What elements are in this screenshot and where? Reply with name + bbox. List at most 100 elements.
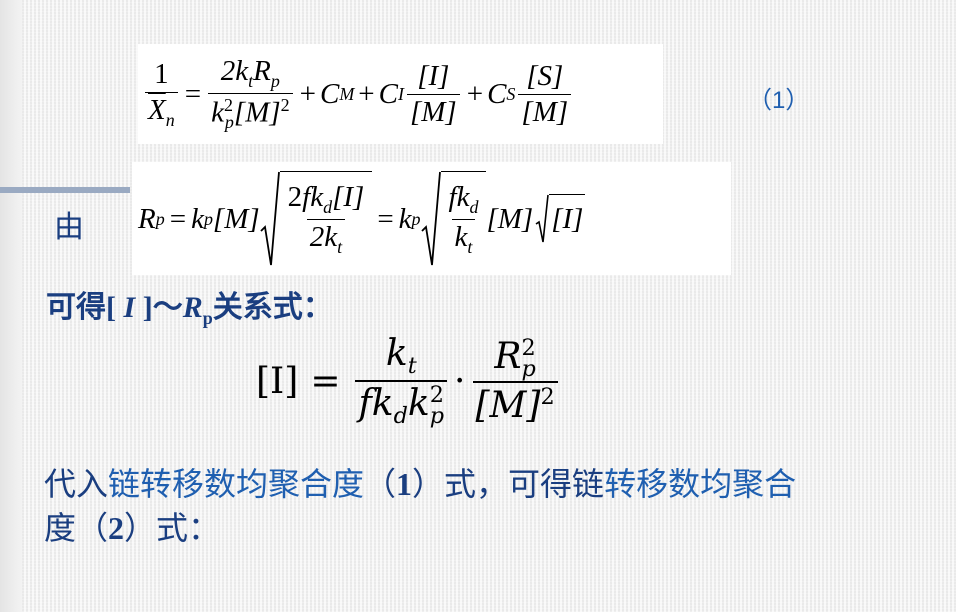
eq1-cs: C bbox=[487, 77, 507, 110]
eq3-equals: = bbox=[310, 360, 341, 402]
eq2-k-2: k bbox=[398, 202, 412, 235]
eq1-lhs-subscript: n bbox=[165, 109, 175, 130]
eq2-equals-1: = bbox=[169, 202, 187, 235]
eq2-k-1: k bbox=[191, 202, 204, 235]
para-part-8: 2 bbox=[108, 510, 125, 546]
eq1-cs-num: [S] bbox=[526, 59, 564, 92]
eq1-t1-den-k: k bbox=[211, 96, 224, 129]
eq2-s1-den-sub: t bbox=[337, 236, 343, 257]
eq1-plus-3: + bbox=[466, 77, 484, 110]
eq2-s1-num-f: fk bbox=[302, 181, 324, 214]
eq2-sqrt-1: 2fkd[I] 2kt bbox=[260, 171, 373, 267]
eq1-ci-fraction: [I] [M] bbox=[406, 59, 460, 129]
eq2-s2-num: fk bbox=[448, 181, 470, 214]
eq3-den1-k: k bbox=[407, 383, 430, 424]
para-part-4: 1 bbox=[396, 466, 413, 502]
para-part-2: 链转移数均聚合度 bbox=[108, 465, 365, 503]
eq2-sqrt-2: fkd kt bbox=[420, 171, 487, 267]
eq2-s1-num-a: 2 bbox=[287, 181, 303, 214]
eq2-k-sub-1: p bbox=[203, 208, 213, 229]
eq2-k-sub-2: p bbox=[411, 208, 421, 229]
eq1-t1-num-sub2: p bbox=[270, 70, 280, 91]
relation-tilde: ～ bbox=[152, 290, 183, 325]
relation-pre: 可得 bbox=[46, 290, 106, 325]
eq3-num2-sup: 2 bbox=[521, 334, 536, 361]
left-decorative-strip bbox=[0, 0, 22, 612]
eq1-t1-num: 2k bbox=[220, 54, 249, 87]
para-part-9: ）式： bbox=[124, 509, 221, 547]
eq1-lhs-numerator: 1 bbox=[154, 57, 169, 90]
relation-bracket-right: ] bbox=[142, 291, 153, 324]
eq1-plus-2: + bbox=[358, 77, 375, 110]
eq2-m-2: [M] bbox=[486, 202, 534, 235]
relation-bracket-left: [ bbox=[106, 291, 116, 324]
radical-sign-icon bbox=[420, 171, 441, 266]
relation-r-sub: p bbox=[202, 308, 213, 328]
eq1-ci-den: [M] bbox=[406, 93, 460, 129]
eq2-prefix: 由 bbox=[54, 210, 84, 245]
eq2-r-sub: p bbox=[155, 208, 165, 229]
eq1-cm-sub: M bbox=[339, 83, 355, 104]
eq2-s1-den: 2k bbox=[309, 221, 338, 253]
equation-1-number: （1） bbox=[748, 87, 810, 114]
eq1-t1-den-sup: 2 bbox=[223, 94, 233, 115]
eq3-num1: k bbox=[385, 332, 408, 374]
eq3-num1-sub: t bbox=[407, 353, 417, 379]
eq3-den1-sup: 2 bbox=[429, 381, 444, 408]
radical-sign-icon bbox=[260, 171, 280, 266]
eq1-ci: C bbox=[378, 77, 398, 110]
eq1-cs-sub: S bbox=[506, 83, 516, 104]
eq3-num2-sub: p bbox=[521, 355, 536, 382]
para-part-1: 代入 bbox=[44, 465, 109, 503]
eq2-s2-num-sub: d bbox=[469, 197, 479, 217]
eq1-equals: = bbox=[184, 77, 202, 110]
eq2-m-1: [M] bbox=[212, 202, 260, 235]
eq1-t1-den-m: [M] bbox=[233, 96, 281, 129]
eq3-den1-ksub: p bbox=[429, 403, 445, 429]
eq1-term1-fraction: 2ktRp k2p[M]2 bbox=[208, 55, 293, 133]
eq3-den2: [M] bbox=[475, 385, 541, 427]
para-part-6: 转移数均聚合 bbox=[604, 465, 797, 503]
eq3-den1: fk bbox=[358, 383, 394, 424]
eq3-lhs: [I] bbox=[256, 360, 299, 402]
eq3-dot: · bbox=[454, 360, 466, 402]
radical-sign-icon bbox=[535, 194, 549, 243]
eq3-den1-sub: d bbox=[393, 403, 408, 430]
eq1-cs-den: [M] bbox=[518, 93, 572, 129]
eq1-t1-den-sub: p bbox=[224, 112, 234, 133]
eq1-cm: C bbox=[319, 77, 340, 110]
eq1-t1-den-m-sup: 2 bbox=[280, 94, 290, 115]
eq2-s1-num-i: [I] bbox=[332, 181, 365, 214]
eq1-lhs-denominator: X bbox=[148, 93, 166, 126]
divider-bar bbox=[0, 187, 130, 193]
eq2-sqrt-i: [I] bbox=[549, 194, 586, 244]
body-paragraph: 代入链转移数均聚合度（1）式，可得链转移数均聚合度（2）式： bbox=[44, 462, 934, 550]
eq2-s1-num-sub: d bbox=[323, 197, 333, 217]
relation-r: R bbox=[182, 291, 203, 324]
eq2-equals-2: = bbox=[377, 202, 394, 235]
para-part-5: ）式，可得链 bbox=[412, 465, 605, 503]
eq1-lhs-fraction: 1 Xn bbox=[145, 58, 178, 131]
eq3-num2: R bbox=[494, 335, 522, 377]
eq1-ci-num: [I] bbox=[417, 59, 450, 92]
para-part-7: 度（ bbox=[44, 509, 109, 547]
eq2-s2-den-sub: t bbox=[467, 236, 473, 257]
eq1-t1-num-r: R bbox=[253, 54, 271, 87]
relation-heading: 可得[ I ]～Rp关系式： bbox=[46, 282, 333, 329]
eq2-sqrt-3: [I] bbox=[535, 194, 586, 244]
eq2-r: R bbox=[138, 202, 156, 235]
eq1-ci-sub: I bbox=[398, 83, 404, 104]
eq2-s2-den: k bbox=[454, 221, 468, 253]
relation-post: 关系式： bbox=[212, 290, 333, 325]
eq1-t1-num-sub1: t bbox=[248, 70, 254, 91]
eq1-cs-fraction: [S] [M] bbox=[518, 59, 572, 129]
relation-i: I bbox=[116, 291, 143, 324]
eq1-plus-1: + bbox=[299, 77, 316, 110]
para-part-3: （ bbox=[364, 465, 397, 503]
eq3-den2-sup: 2 bbox=[540, 384, 555, 411]
